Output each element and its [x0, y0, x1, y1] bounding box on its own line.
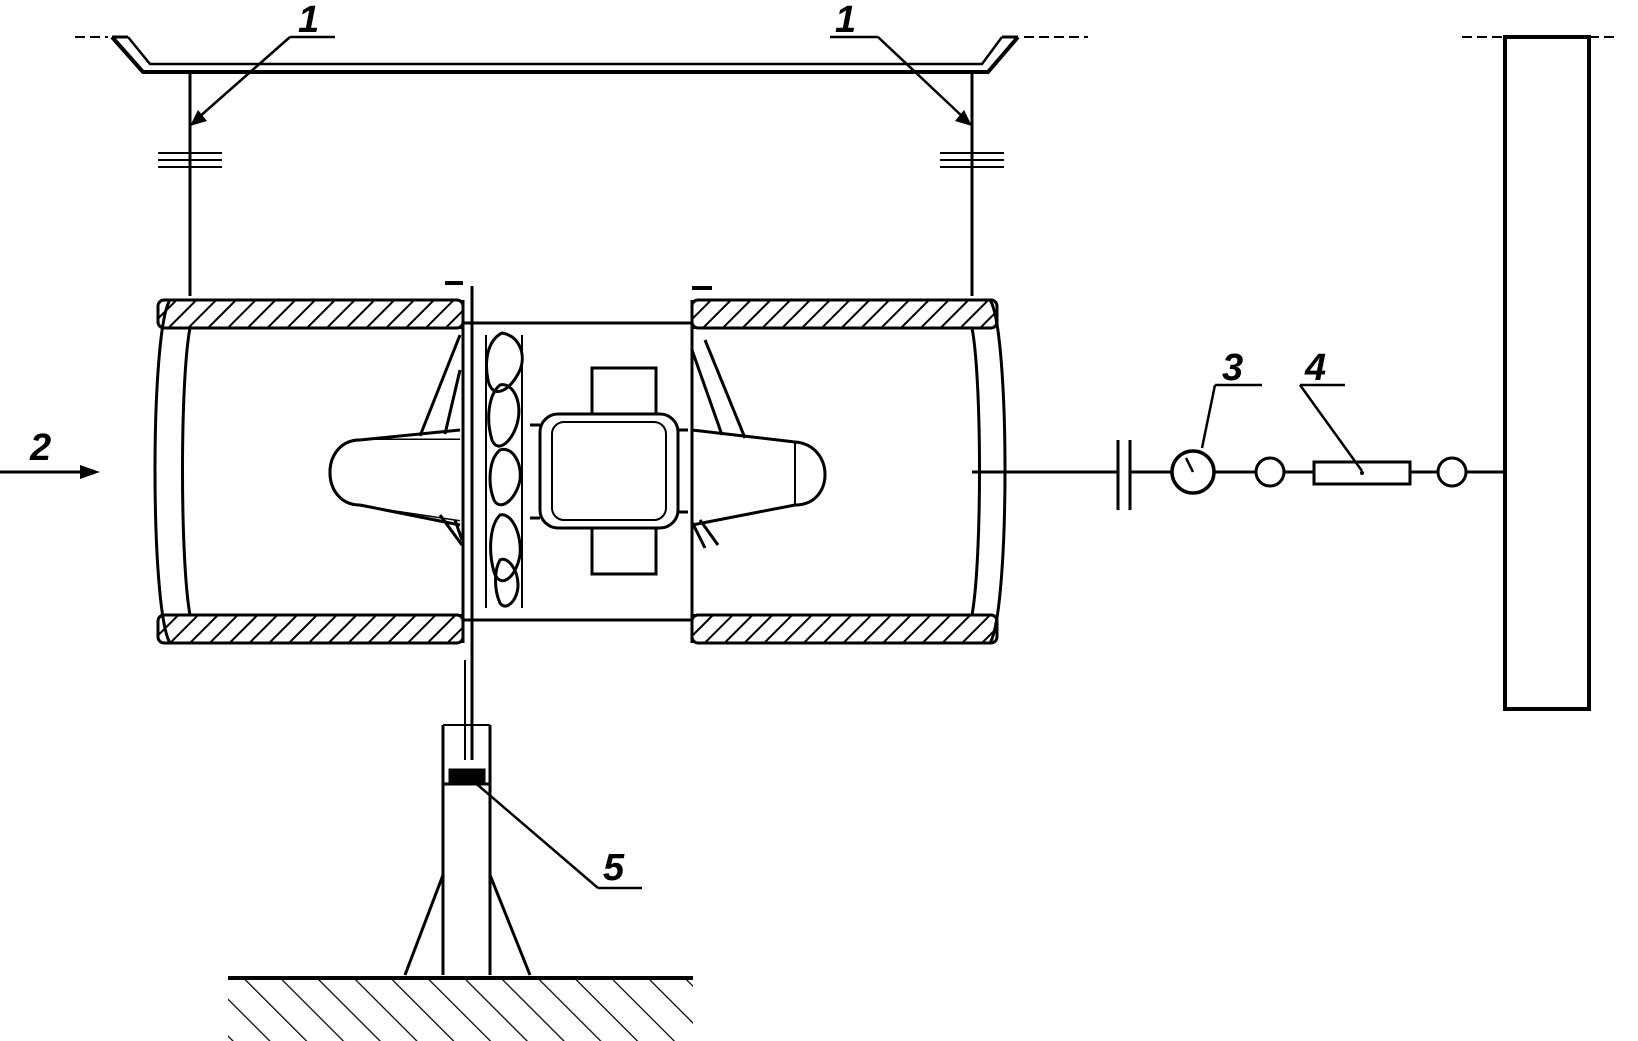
leader-line-1-right	[830, 35, 972, 126]
label-suspension-right: 1	[835, 0, 856, 41]
wall-panel	[1462, 35, 1615, 711]
support-stand	[403, 660, 532, 976]
outlet-duct	[690, 286, 1007, 645]
leader-line-5	[471, 779, 642, 890]
leader-line-1-left	[190, 35, 335, 126]
outlet-hub	[690, 339, 827, 549]
impeller-housing	[463, 286, 692, 660]
suspension-rod-right	[940, 72, 1004, 296]
meter-gauge	[1170, 449, 1256, 495]
overhead-beam	[75, 35, 1088, 74]
impeller-blades	[485, 331, 524, 608]
inlet-hub	[328, 334, 464, 546]
label-resistor: 4	[1304, 347, 1326, 389]
airflow-arrow	[0, 465, 100, 479]
label-support: 5	[603, 847, 625, 889]
label-meter: 3	[1222, 347, 1243, 389]
leader-line-3	[1200, 383, 1262, 449]
resistor-element	[1312, 460, 1438, 486]
ground	[228, 976, 693, 1041]
connector-node-left	[1254, 456, 1314, 488]
motor-body	[530, 366, 688, 576]
inlet-duct	[153, 281, 465, 645]
label-airflow: 2	[29, 427, 51, 469]
label-suspension-left: 1	[298, 0, 319, 41]
leader-line-4	[1298, 383, 1364, 472]
connector-node-right	[1436, 456, 1505, 488]
suspension-rod-left	[158, 72, 222, 296]
capacitor	[1116, 440, 1172, 510]
